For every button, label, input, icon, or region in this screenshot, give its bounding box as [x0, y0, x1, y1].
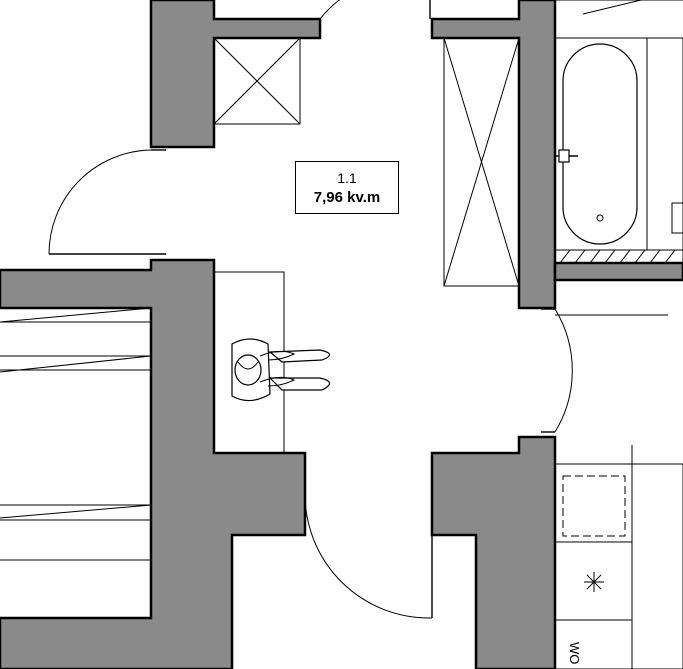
- wardrobe-left: [0, 307, 152, 561]
- door-left-upper: [48, 149, 166, 255]
- bath-hatch: [554, 249, 683, 264]
- bathtub-icon: [554, 0, 683, 251]
- appliance-label: WO: [567, 642, 582, 665]
- wall-right-upper: [553, 261, 683, 282]
- wall-top-right: [430, 0, 557, 310]
- room-number: 1.1: [337, 170, 357, 186]
- wall-top-left: [149, 0, 322, 149]
- closet-top-left: [213, 37, 301, 125]
- door-bottom: [304, 492, 433, 619]
- wall-bottom-right: [430, 435, 557, 669]
- kitchen-counter: [554, 445, 683, 669]
- closet-right: [443, 37, 520, 287]
- room-label: 1.1 7,96 kv.m: [295, 161, 399, 214]
- cooktop-burner-icon: [584, 572, 604, 592]
- room-area: 7,96 kv.m: [313, 189, 381, 206]
- door-right: [541, 308, 668, 433]
- door-top: [319, 0, 431, 20]
- wall-left-block: [0, 258, 307, 669]
- person-icon: [231, 338, 331, 402]
